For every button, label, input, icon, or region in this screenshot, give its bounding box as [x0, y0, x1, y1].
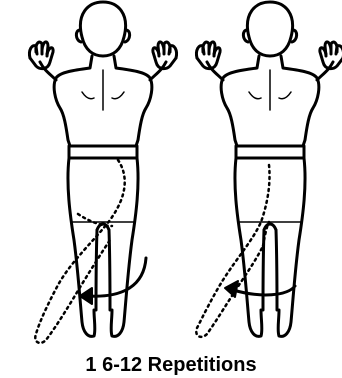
waistband: [236, 146, 304, 158]
shoulders-right: [114, 56, 152, 146]
leg-inner-left: [96, 230, 97, 310]
caption: 1 6-12 Repetitions: [0, 352, 342, 378]
leg-outer-left: [235, 158, 262, 336]
leg-inner-left: [263, 230, 264, 310]
figure-right: [196, 2, 342, 337]
shoulders-right: [281, 56, 319, 146]
moving-leg: [196, 165, 269, 337]
motion-arrow-head: [80, 288, 92, 304]
shoulder-blade-right: [279, 92, 291, 99]
shoulders: [54, 56, 92, 146]
shoulder-blade-left: [249, 92, 261, 99]
figure-left: [29, 2, 176, 343]
shoulders: [221, 56, 259, 146]
head: [247, 2, 292, 56]
leg-outer-left: [68, 158, 95, 336]
leg-outer-right: [278, 158, 305, 336]
motion-arrow-head: [225, 281, 238, 297]
shoulder-blade-left: [82, 92, 94, 99]
leg-inner-right: [276, 230, 277, 310]
head: [80, 2, 125, 56]
waistband: [69, 146, 137, 158]
shoulder-blade-right: [112, 92, 124, 99]
